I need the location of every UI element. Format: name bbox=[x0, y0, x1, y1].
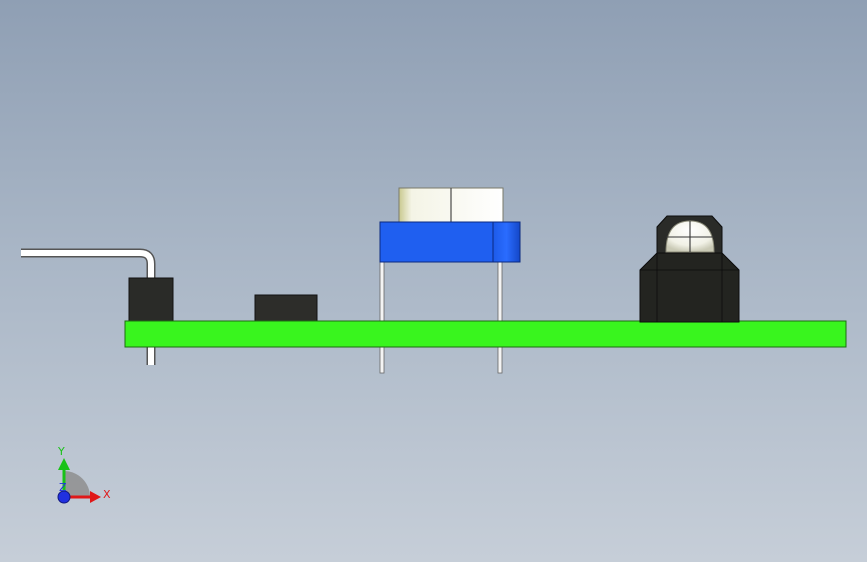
pcb-board bbox=[124, 320, 847, 348]
bent-wire-lead bbox=[21, 248, 156, 365]
y-axis-arrow-icon bbox=[58, 458, 70, 470]
z-axis-dot-icon bbox=[57, 490, 71, 504]
z-axis-label: Z bbox=[59, 481, 67, 494]
pot-leg-left bbox=[379, 261, 385, 374]
x-axis-arrow-icon bbox=[90, 491, 101, 503]
led-lens bbox=[665, 220, 715, 253]
smd-chip bbox=[254, 294, 318, 323]
y-axis-label: Y bbox=[57, 445, 65, 458]
x-axis-label: X bbox=[103, 488, 111, 501]
potentiometer-body bbox=[379, 221, 521, 263]
header-block bbox=[128, 277, 174, 323]
potentiometer-cap bbox=[398, 187, 504, 224]
pot-leg-right bbox=[497, 261, 503, 374]
axis-triad: Y X Z bbox=[57, 445, 111, 504]
